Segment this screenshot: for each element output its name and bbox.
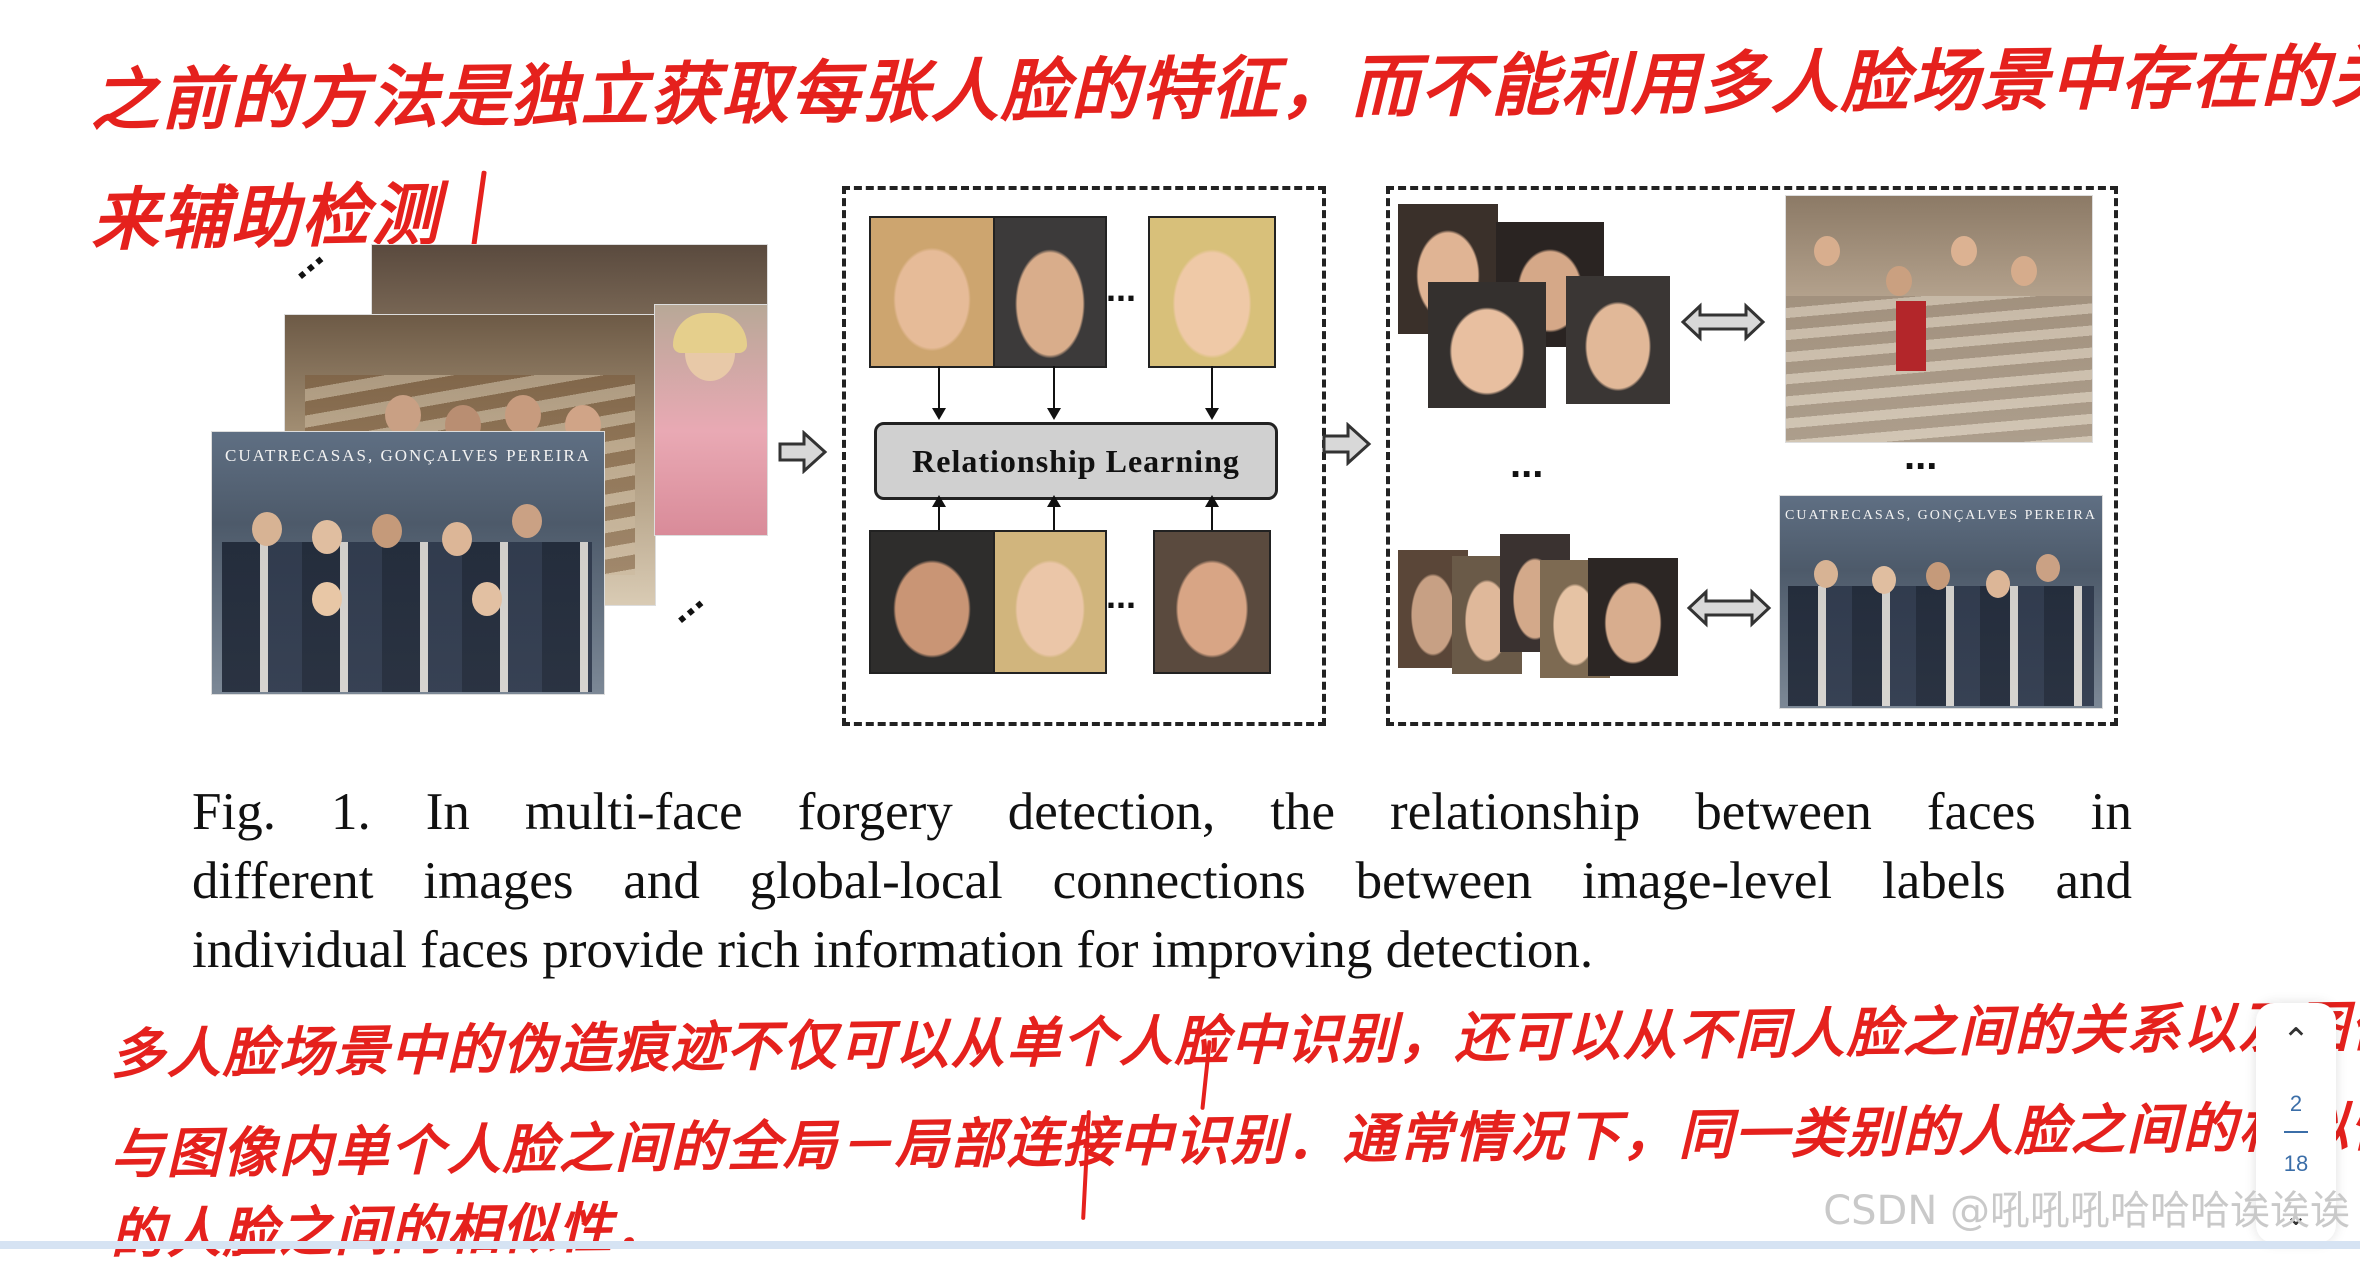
stack-ellipsis-bottom: ... <box>657 577 711 633</box>
hollow-double-arrow-icon <box>1680 302 1766 342</box>
group-face-4 <box>1566 276 1670 404</box>
arrow-down-2 <box>1053 366 1055 418</box>
face-row-bottom-ellipsis: ... <box>1106 575 1136 617</box>
caption-line-3: individual faces provide rich informatio… <box>192 916 2132 985</box>
handwritten-note-bottom-line3: 的人脸之间的相似性． <box>110 1183 671 1269</box>
photo-banner-text: CUATRECASAS, GONÇALVES PEREIRA <box>212 446 604 466</box>
face-row-top-ellipsis: ... <box>1106 268 1136 310</box>
photo-banner-text: CUATRECASAS, GONÇALVES PEREIRA <box>1780 508 2102 524</box>
relationship-learning-label: Relationship Learning <box>874 422 1278 500</box>
hollow-double-arrow-icon <box>1686 588 1772 628</box>
arrow-down-3 <box>1211 366 1213 418</box>
face-thumb-top-2 <box>993 216 1107 368</box>
output-ellipsis-right: ... <box>1904 434 1937 479</box>
hollow-right-arrow-icon <box>778 430 828 474</box>
face-thumb-bottom-2 <box>993 530 1107 674</box>
handwritten-note-bottom-line1: 多人脸场景中的伪造痕迹不仅可以从单个人脸中识别，还可以从不同人脸之间的关系以及图… <box>110 980 2360 1089</box>
total-pages: 18 <box>2256 1151 2336 1177</box>
hollow-right-arrow-icon <box>1322 422 1372 466</box>
handwritten-note-bottom-line2: 与图像内单个人脸之间的全局－局部连接中识别．通常情况下，同一类别的人脸之间的相似… <box>110 1078 2360 1189</box>
caption-line-1: Fig. 1. In multi-face forgery detection,… <box>192 778 2132 847</box>
page-separator <box>2284 1131 2308 1133</box>
current-page-number: 2 <box>2256 1091 2336 1117</box>
group-face-3 <box>1428 282 1546 408</box>
face-thumb-bottom-3 <box>1153 530 1271 674</box>
bottom-scroll-bar <box>0 1241 2360 1249</box>
output-photo-group-top <box>1786 196 2092 442</box>
chevron-up-icon[interactable]: ⌃ <box>2256 1021 2336 1061</box>
arrow-down-1 <box>938 366 940 418</box>
face-thumb-top-1 <box>869 216 995 368</box>
handwritten-note-top-line1: 之前的方法是独立获取每张人脸的特征，而不能利用多人脸场景中存在的关系 <box>90 20 2360 144</box>
output-ellipsis-left: ... <box>1510 442 1543 487</box>
figure-caption: Fig. 1. In multi-face forgery detection,… <box>192 778 2132 985</box>
input-photo-woman-dog <box>655 305 767 535</box>
csdn-watermark: CSDN @吼吼吼哈哈哈诶诶诶 <box>1823 1178 2350 1236</box>
group-face-9 <box>1588 558 1678 676</box>
face-thumb-top-3 <box>1148 216 1276 368</box>
input-photo-front: CUATRECASAS, GONÇALVES PEREIRA <box>212 432 604 694</box>
output-photo-group-bottom: CUATRECASAS, GONÇALVES PEREIRA <box>1780 496 2102 708</box>
caption-line-2: different images and global-local connec… <box>192 847 2132 916</box>
face-thumb-bottom-1 <box>869 530 995 674</box>
